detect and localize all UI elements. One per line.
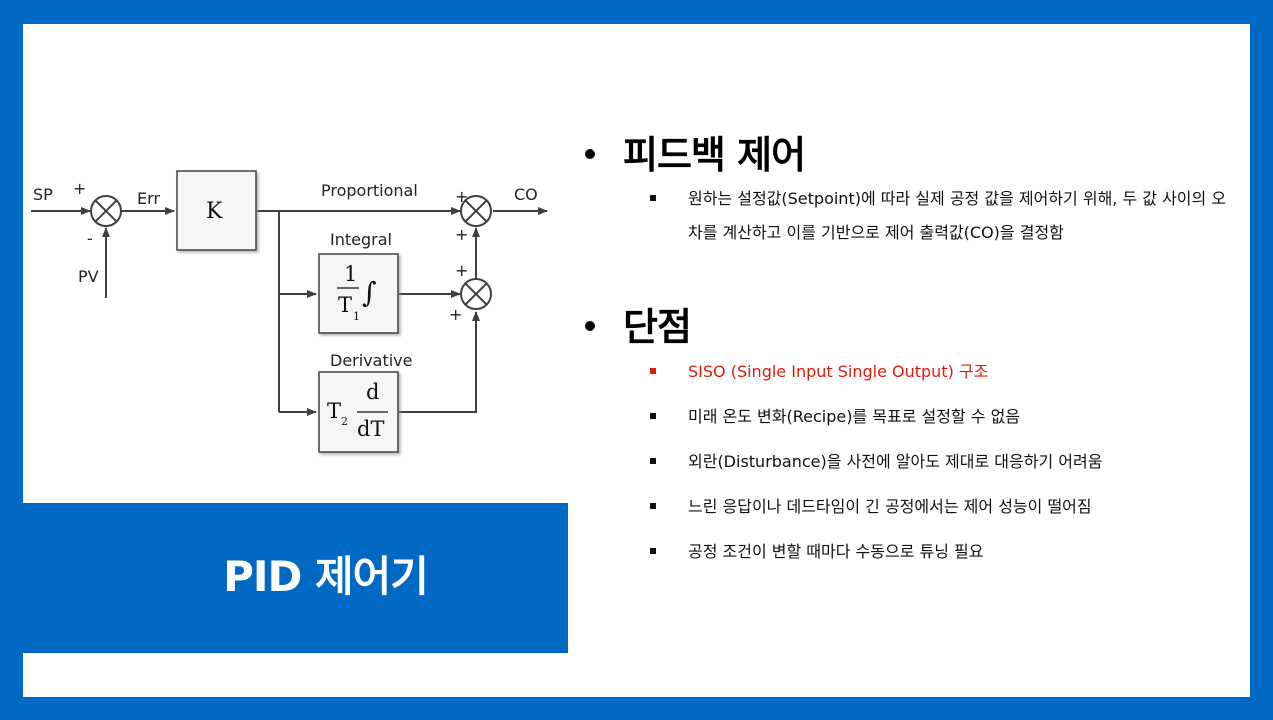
derivative-denominator: dT <box>357 417 384 441</box>
integral-denominator-sub: 1 <box>353 310 360 323</box>
title-band: PID 제어기 <box>23 503 568 653</box>
co-label: CO <box>514 185 538 204</box>
square-bullet-icon <box>650 413 656 419</box>
proportional-label: Proportional <box>321 181 418 200</box>
list-item: 느린 응답이나 데드타임이 긴 공정에서는 제어 성능이 떨어짐 <box>650 490 1230 524</box>
summing-junction-id <box>460 278 492 310</box>
plus-p-sign: + <box>455 187 468 206</box>
list-item-text: SISO (Single Input Single Output) 구조 <box>688 362 989 381</box>
pid-block-diagram: SP + - PV Err Proportional Integral Deri… <box>31 170 548 453</box>
square-bullet-icon <box>650 458 656 464</box>
section-heading-feedback: 피드백 제어 <box>585 124 806 179</box>
square-bullet-icon <box>650 368 656 374</box>
derivative-coef-sub: 2 <box>341 415 348 428</box>
section-heading-text: 단점 <box>623 305 692 349</box>
gain-k-text: K <box>206 199 223 224</box>
derivative-output-line <box>399 311 480 413</box>
integral-label: Integral <box>330 230 392 249</box>
integral-block <box>318 253 399 334</box>
list-item-text: 원하는 설정값(Setpoint)에 따라 실제 공정 값을 제어하기 위해, … <box>688 189 1227 242</box>
square-bullet-icon <box>650 548 656 554</box>
integral-denominator: T <box>338 293 352 317</box>
plus-id-top-sign: + <box>455 225 468 244</box>
list-item-text: 미래 온도 변화(Recipe)를 목표로 설정할 수 없음 <box>688 407 1021 426</box>
slide-title: PID 제어기 <box>223 552 429 601</box>
err-label: Err <box>137 189 160 208</box>
summing-junction-output <box>460 195 492 227</box>
minus-pv-sign: - <box>87 229 93 248</box>
bullet-dot-icon <box>585 148 595 159</box>
integral-symbol: ∫ <box>362 276 377 309</box>
list-item: 공정 조건이 변할 때마다 수동으로 튜닝 필요 <box>650 535 1230 569</box>
gain-block <box>176 170 257 251</box>
section-heading-drawbacks: 단점 <box>585 296 692 351</box>
integral-numerator: 1 <box>344 262 357 286</box>
plus-i-sign: + <box>455 261 468 280</box>
plus-d-sign: + <box>449 305 462 324</box>
list-item-text: 외란(Disturbance)을 사전에 알아도 제대로 대응하기 어려움 <box>688 452 1103 471</box>
list-item: 미래 온도 변화(Recipe)를 목표로 설정할 수 없음 <box>650 400 1230 434</box>
list-item: 원하는 설정값(Setpoint)에 따라 실제 공정 값을 제어하기 위해, … <box>650 182 1230 250</box>
bullet-dot-icon <box>585 320 595 331</box>
square-bullet-icon <box>650 195 656 201</box>
plus-sp-sign: + <box>73 179 86 198</box>
summing-junction-error <box>90 195 122 227</box>
derivative-numerator: d <box>366 380 379 404</box>
square-bullet-icon <box>650 503 656 509</box>
derivative-coef: T <box>327 399 341 423</box>
sp-label: SP <box>33 185 53 204</box>
list-item-text: 공정 조건이 변할 때마다 수동으로 튜닝 필요 <box>688 542 984 561</box>
derivative-label: Derivative <box>330 351 413 370</box>
list-item-text: 느린 응답이나 데드타임이 긴 공정에서는 제어 성능이 떨어짐 <box>688 497 1092 516</box>
list-item: 외란(Disturbance)을 사전에 알아도 제대로 대응하기 어려움 <box>650 445 1230 479</box>
section-heading-text: 피드백 제어 <box>623 133 806 177</box>
list-item-highlight: SISO (Single Input Single Output) 구조 <box>650 355 1230 389</box>
pv-label: PV <box>78 267 99 286</box>
